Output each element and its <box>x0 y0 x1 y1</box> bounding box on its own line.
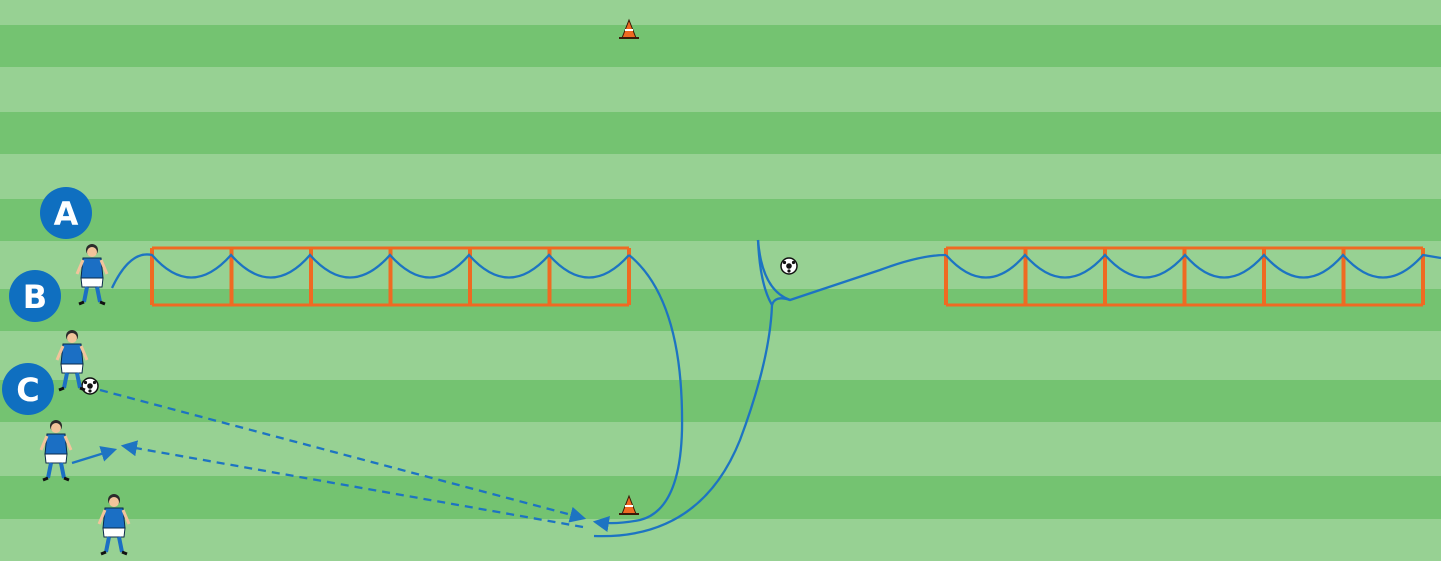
grass-stripe <box>0 67 1441 112</box>
svg-text:C: C <box>16 371 39 409</box>
soccer-ball-icon <box>780 257 798 275</box>
grass-stripe <box>0 519 1441 561</box>
soccer-ball-icon <box>81 377 99 395</box>
dribble-path-to-right-ladder <box>770 253 947 306</box>
label-a: A <box>40 187 92 239</box>
grass-stripe <box>0 112 1441 154</box>
agility-ladders <box>150 246 1425 307</box>
svg-text:A: A <box>54 195 79 233</box>
hop-path-right <box>945 253 1441 279</box>
grass-stripe <box>0 289 1441 331</box>
run-arrow-c <box>71 446 118 465</box>
label-b: B <box>9 270 61 322</box>
grass-stripe <box>0 380 1441 422</box>
hop-path-left <box>110 253 630 289</box>
run-path-around-cone <box>592 254 684 532</box>
ladder-right <box>944 246 1425 307</box>
grass-stripe <box>0 0 1441 25</box>
grass-stripe <box>0 476 1441 519</box>
label-c: C <box>2 363 54 415</box>
grass-stripe <box>0 331 1441 380</box>
run-path-to-ball <box>593 239 774 538</box>
pass-dashed-return-to-c <box>120 440 584 529</box>
grass-stripe <box>0 422 1441 476</box>
grass-stripe <box>0 25 1441 67</box>
grass-stripe <box>0 199 1441 241</box>
svg-text:B: B <box>23 278 47 316</box>
grass-stripe <box>0 154 1441 199</box>
dribble-path-hook <box>756 239 791 302</box>
ladder-left <box>150 246 631 307</box>
